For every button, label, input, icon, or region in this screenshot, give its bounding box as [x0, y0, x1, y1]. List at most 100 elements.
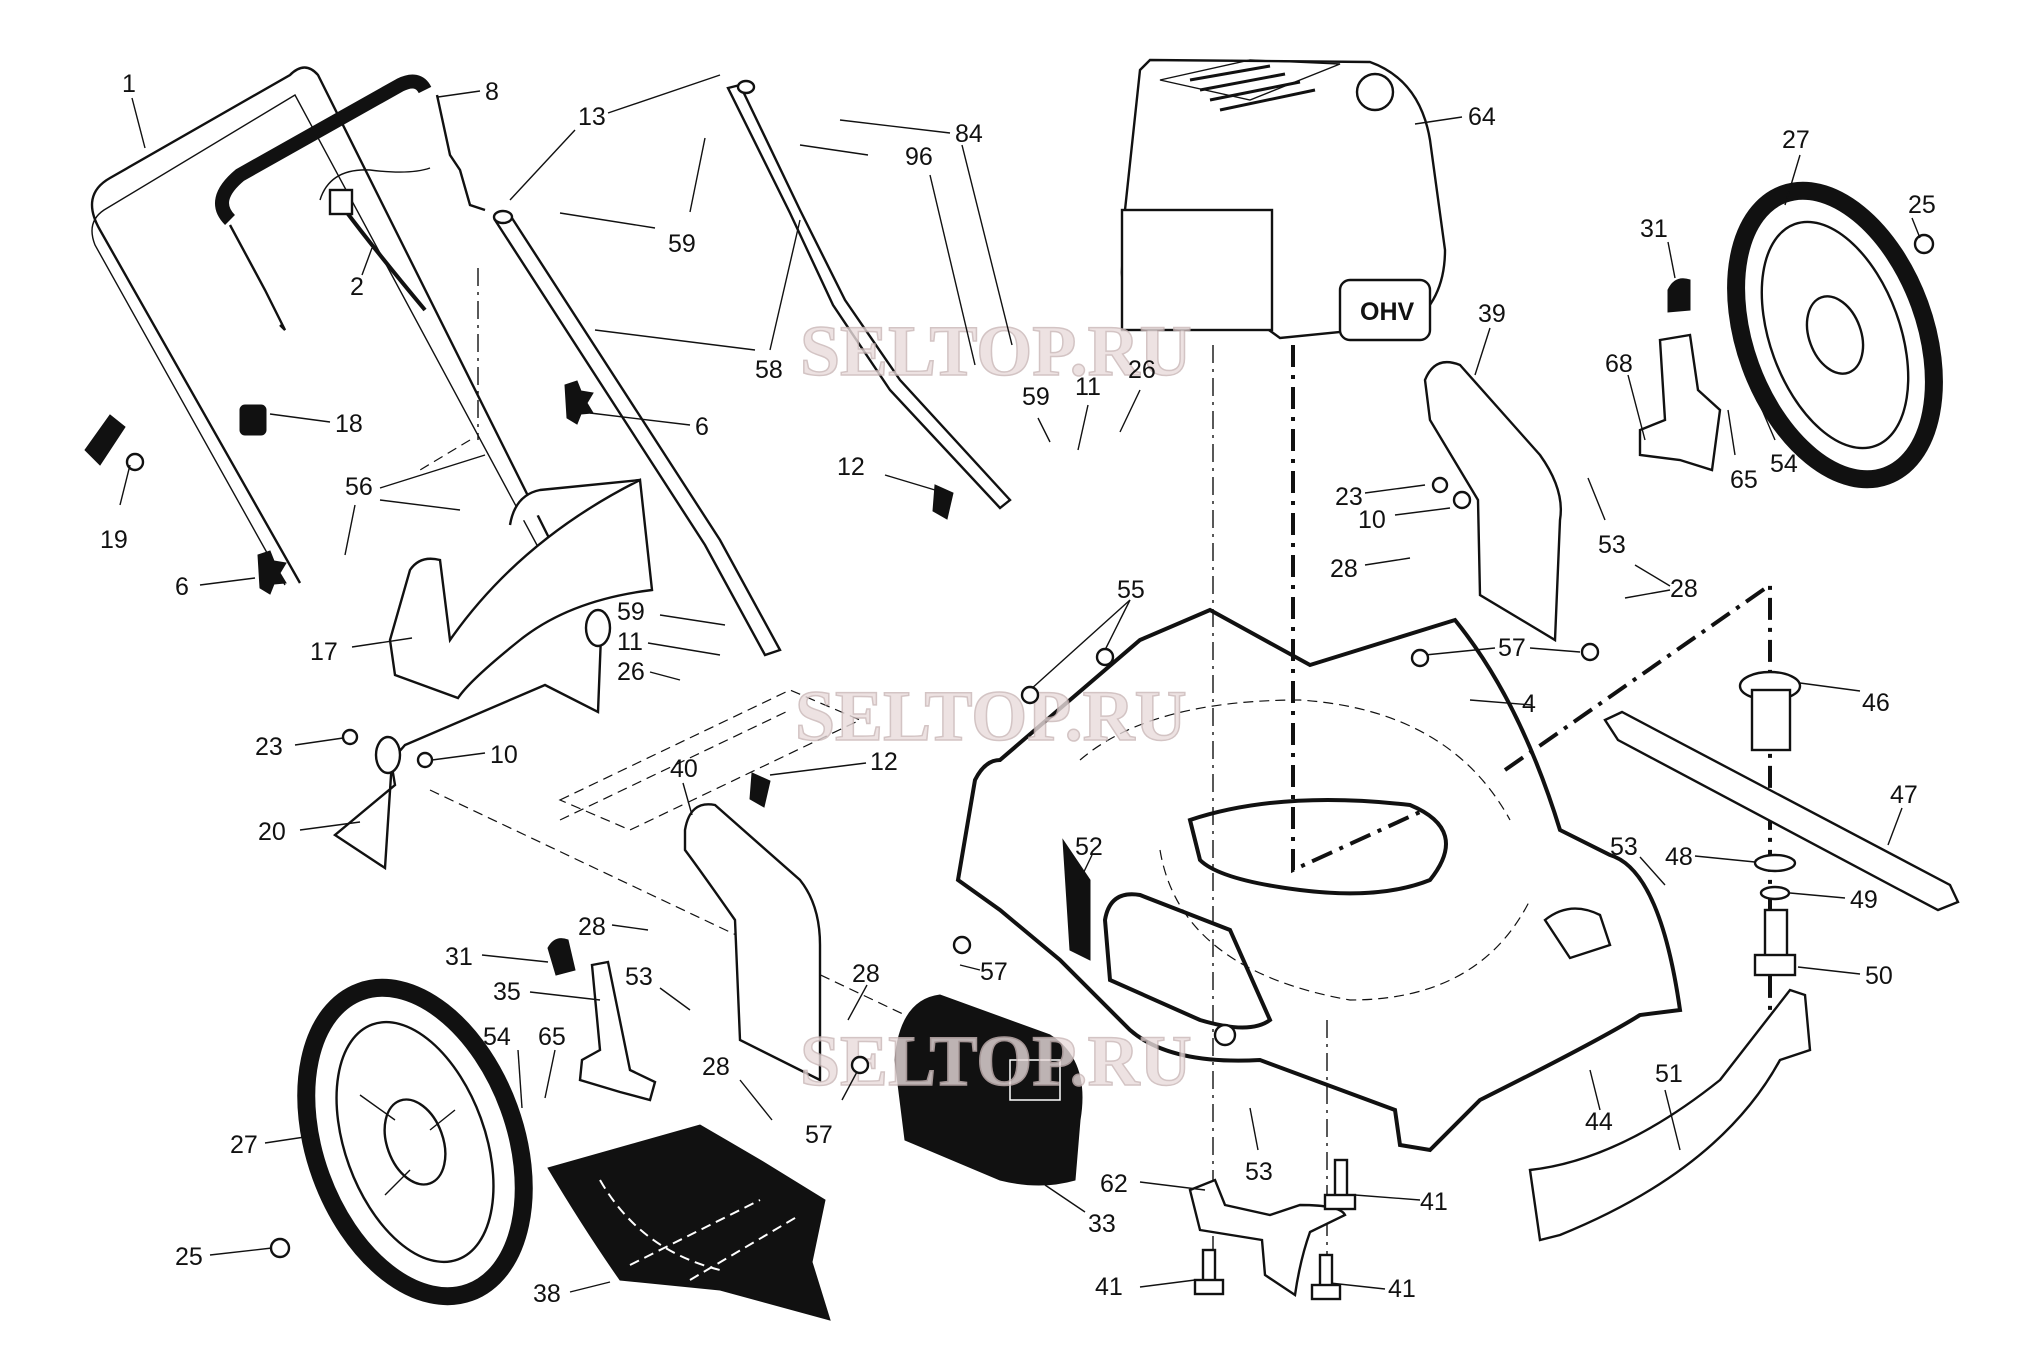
- callout-10-right[interactable]: 10: [1358, 506, 1451, 534]
- callout-53-right-top[interactable]: 53: [1587, 477, 1626, 559]
- leader-line: [199, 577, 256, 586]
- callout-4[interactable]: 4: [1469, 690, 1536, 718]
- callout-59-low[interactable]: 59: [617, 598, 726, 626]
- callout-number: 31: [445, 943, 473, 971]
- leader-line: [1119, 389, 1141, 433]
- callout-39[interactable]: 39: [1474, 300, 1506, 376]
- callout-53-bottom[interactable]: 53: [1245, 1107, 1273, 1186]
- callout-57-left-b[interactable]: 57: [805, 1069, 859, 1149]
- star-knob-6-left: [257, 550, 287, 595]
- callout-8[interactable]: 8: [437, 78, 499, 106]
- callout-13[interactable]: 13: [509, 74, 721, 201]
- callout-6-top[interactable]: 6: [589, 412, 709, 441]
- callout-57-left[interactable]: 57: [959, 958, 1008, 986]
- callout-49[interactable]: 49: [1789, 886, 1878, 914]
- callout-96[interactable]: 96: [799, 143, 976, 366]
- callout-10-left[interactable]: 10: [431, 741, 518, 769]
- callout-26-low[interactable]: 26: [617, 658, 681, 686]
- callout-48[interactable]: 48: [1665, 843, 1756, 871]
- callout-18[interactable]: 18: [269, 410, 363, 438]
- callout-38[interactable]: 38: [533, 1280, 611, 1308]
- callout-27-right[interactable]: 27: [1782, 126, 1810, 206]
- callout-1[interactable]: 1: [122, 70, 146, 149]
- callout-53-deck[interactable]: 53: [1610, 833, 1666, 886]
- callout-20[interactable]: 20: [258, 818, 361, 846]
- callout-54-right[interactable]: 54: [1759, 404, 1798, 478]
- callout-28-left-b[interactable]: 28: [847, 960, 880, 1021]
- callout-2[interactable]: 2: [350, 247, 373, 301]
- callout-23-left[interactable]: 23: [255, 733, 351, 761]
- callout-6-left[interactable]: 6: [175, 573, 256, 601]
- callout-28-right-a[interactable]: 28: [1330, 555, 1411, 583]
- leader-line: [1469, 699, 1533, 706]
- callout-40[interactable]: 40: [670, 755, 698, 816]
- leader-line: [1664, 1089, 1681, 1151]
- callout-number: 28: [852, 960, 880, 988]
- callout-57-right[interactable]: 57: [1424, 634, 1581, 662]
- callout-65-right[interactable]: 65: [1727, 409, 1758, 494]
- callout-51[interactable]: 51: [1655, 1060, 1683, 1151]
- callout-47[interactable]: 47: [1887, 781, 1918, 846]
- callout-54-left[interactable]: 54: [483, 1023, 523, 1109]
- callout-12-mid[interactable]: 12: [769, 748, 898, 776]
- callout-number: 28: [1330, 555, 1358, 583]
- callout-number: 96: [905, 143, 933, 171]
- callout-number: 59: [1022, 383, 1050, 411]
- callout-number: 6: [175, 573, 189, 601]
- callout-27-left[interactable]: 27: [230, 1131, 319, 1159]
- leader-line: [929, 174, 976, 366]
- callout-59-mid[interactable]: 59: [1022, 383, 1051, 443]
- rear-flap: [388, 478, 654, 700]
- callout-44[interactable]: 44: [1585, 1069, 1613, 1136]
- blade-bolt: [1753, 908, 1797, 977]
- callout-41-b[interactable]: 41: [1095, 1273, 1196, 1301]
- callout-64[interactable]: 64: [1414, 103, 1496, 131]
- callout-84[interactable]: 84: [839, 119, 1013, 346]
- callout-52[interactable]: 52: [1075, 833, 1103, 881]
- callout-46[interactable]: 46: [1799, 682, 1890, 717]
- leader-line: [509, 129, 576, 201]
- callout-number: 18: [335, 410, 363, 438]
- callout-26-top[interactable]: 26: [1119, 356, 1156, 433]
- callout-25-left[interactable]: 25: [175, 1243, 273, 1271]
- callout-56[interactable]: 56: [344, 454, 486, 556]
- leader-line: [1624, 589, 1671, 599]
- callout-17[interactable]: 17: [310, 637, 413, 666]
- callout-number: 19: [100, 526, 128, 554]
- callout-28-left-c[interactable]: 28: [702, 1053, 773, 1121]
- callout-28-left-a[interactable]: 28: [578, 913, 649, 941]
- callout-11-low[interactable]: 11: [617, 628, 721, 656]
- callout-58[interactable]: 58: [594, 219, 801, 384]
- callout-55[interactable]: 55: [1029, 576, 1145, 691]
- leader-line: [1587, 477, 1606, 521]
- callout-25-right[interactable]: 25: [1908, 191, 1936, 239]
- leader-line: [1354, 1194, 1421, 1201]
- handle-lower-right: [726, 79, 1012, 510]
- callout-12-top[interactable]: 12: [837, 453, 936, 491]
- callout-31-left[interactable]: 31: [445, 943, 549, 971]
- leader-line: [1139, 1279, 1196, 1288]
- callout-50[interactable]: 50: [1797, 962, 1893, 990]
- callout-28-right-b[interactable]: 28: [1624, 564, 1698, 603]
- callout-35[interactable]: 35: [493, 978, 601, 1006]
- leader-line: [1589, 1069, 1601, 1111]
- callout-33[interactable]: 33: [1044, 1184, 1116, 1238]
- callout-41-a[interactable]: 41: [1354, 1188, 1448, 1216]
- engine-cover: [894, 994, 1083, 1186]
- callout-53-left[interactable]: 53: [625, 963, 691, 1011]
- callout-31-right[interactable]: 31: [1640, 215, 1676, 279]
- callout-59-top[interactable]: 59: [559, 137, 706, 258]
- callout-11-top[interactable]: 11: [1075, 373, 1101, 451]
- callout-41-c[interactable]: 41: [1329, 1275, 1416, 1303]
- callout-62[interactable]: 62: [1100, 1170, 1206, 1198]
- leader-line: [607, 74, 721, 114]
- callout-number: 35: [493, 978, 521, 1006]
- callout-19[interactable]: 19: [100, 464, 131, 554]
- callout-68[interactable]: 68: [1605, 350, 1646, 441]
- callout-number: 51: [1655, 1060, 1683, 1088]
- callout-number: 13: [578, 103, 606, 131]
- callout-number: 4: [1522, 690, 1536, 718]
- callout-23-right[interactable]: 23: [1335, 483, 1426, 511]
- callout-number: 1: [122, 70, 136, 98]
- callout-65-left[interactable]: 65: [538, 1023, 566, 1099]
